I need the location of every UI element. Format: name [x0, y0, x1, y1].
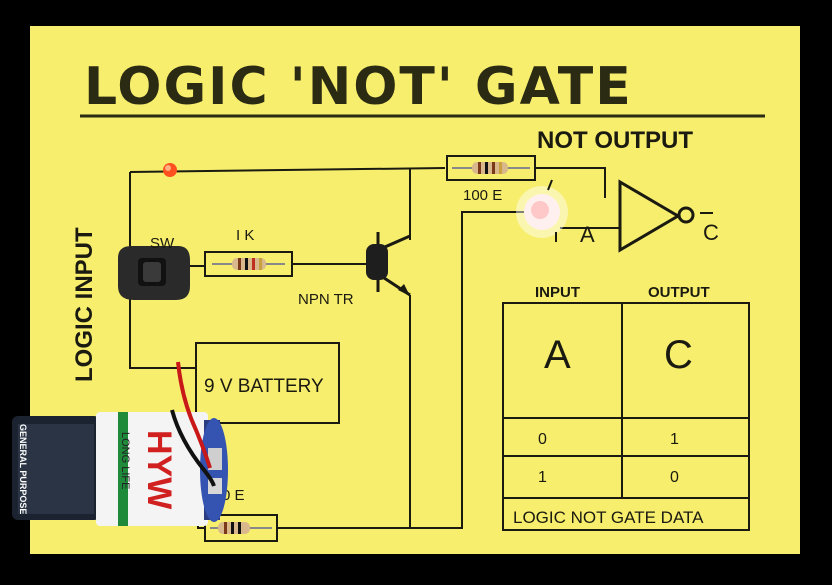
- battery-wire-red: [176, 361, 212, 469]
- input-heading: LOGIC INPUT: [71, 227, 98, 382]
- not-gate-bubble: [677, 206, 695, 224]
- not-gate-symbol: [618, 179, 681, 253]
- table-header-output: OUTPUT: [648, 284, 710, 301]
- resistor-100-label: 100 E: [463, 187, 502, 204]
- bottom-resistor-label: 0 E: [222, 487, 245, 504]
- table-cell-r1-output: 1: [670, 431, 679, 448]
- battery-tagline: LONG LIFE: [119, 432, 131, 489]
- gate-output-label: C: [703, 220, 719, 245]
- battery-9v: [12, 412, 228, 526]
- table-header-input: INPUT: [535, 284, 580, 301]
- resistor-1k: [212, 258, 285, 270]
- transistor-body: [366, 244, 410, 296]
- resistor-1k-label: I K: [236, 227, 254, 244]
- table-cell-r2-input: 1: [538, 469, 547, 486]
- truth-table: [502, 302, 750, 531]
- table-caption: LOGIC NOT GATE DATA: [513, 508, 704, 527]
- gate-input-label: A: [580, 222, 595, 247]
- board-title: LOGIC 'NOT' GATE: [84, 57, 633, 117]
- bottom-resistor: [210, 522, 272, 534]
- resistor-100: [452, 162, 530, 174]
- battery-box: [195, 342, 340, 424]
- wires: [129, 167, 713, 529]
- battery-wire-black: [170, 409, 216, 487]
- table-cell-r2-output: 0: [670, 469, 679, 486]
- transistor-label: NPN TR: [298, 291, 354, 308]
- resistor-100-outline: [446, 155, 536, 181]
- bottom-resistor-outline: [204, 514, 278, 542]
- table-symbol-c: C: [664, 333, 693, 377]
- output-led-core: [531, 201, 549, 219]
- switch-label: SW: [150, 235, 175, 252]
- resistor-1k-outline: [204, 251, 293, 277]
- output-heading: NOT OUTPUT: [537, 127, 693, 154]
- led-arrow-1: [547, 179, 553, 191]
- battery-box-label: 9 V BATTERY: [204, 376, 324, 397]
- battery-brand: HYW: [140, 430, 178, 510]
- indicator-led-highlight: [165, 165, 171, 171]
- battery-side-text: GENERAL PURPOSE: [18, 424, 28, 514]
- table-symbol-a: A: [544, 333, 571, 377]
- table-cell-r1-input: 0: [538, 431, 547, 448]
- push-switch[interactable]: [118, 246, 190, 300]
